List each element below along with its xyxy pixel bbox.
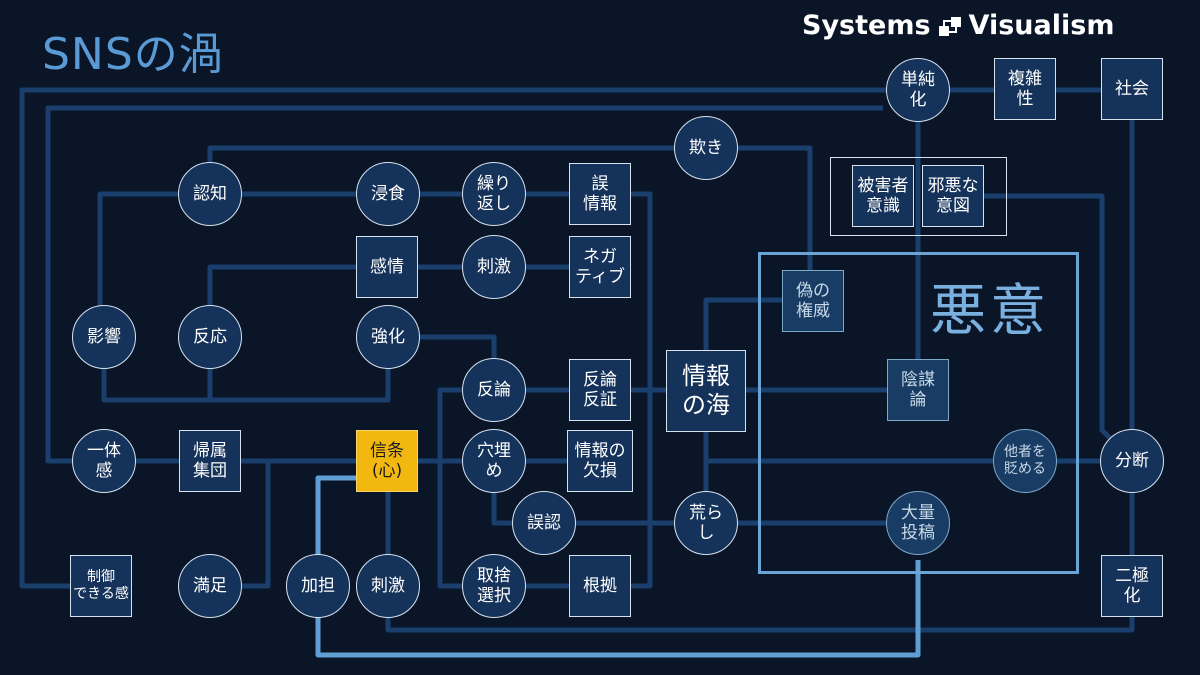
node-stimulus-lower: 刺激 [356,554,420,618]
node-complexity: 複雑 性 [994,58,1056,120]
wire-katan-loop [315,475,921,658]
node-evil-intent: 邪悪な 意図 [922,165,984,227]
node-sense-of-control: 制御 できる感 [70,555,132,617]
node-selection: 取捨 選択 [462,554,526,618]
node-reinforcement: 強化 [356,305,420,369]
node-misinformation: 誤 情報 [569,163,631,225]
node-emotion: 感情 [356,236,418,298]
node-rebuttal-counterproof: 反論 反証 [569,359,631,421]
node-false-authority: 偽の 権威 [782,270,844,332]
brand-word-left: Systems [802,10,931,41]
node-simplification: 単純 化 [886,58,950,122]
node-cognition: 認知 [178,162,242,226]
node-society: 社会 [1101,58,1163,120]
node-polarization: 二極 化 [1101,555,1163,617]
node-misrecognition: 誤認 [512,491,576,555]
node-erosion: 浸食 [356,162,420,226]
victim-evil-group-frame [830,157,1007,236]
node-sea-of-information: 情報 の海 [666,350,746,432]
node-satisfaction: 満足 [178,554,242,618]
malice-label: 悪意 [930,279,1050,344]
node-evidence: 根拠 [569,555,631,617]
node-belonging-group: 帰属 集団 [179,430,241,492]
node-disparage-others: 他者を 貶める [993,429,1057,493]
node-complicity: 加担 [286,554,350,618]
brand-logo: Systems Visualism [802,10,1114,41]
malice-frame [758,252,1079,574]
node-information-loss: 情報の 欠損 [567,430,633,492]
page-title: SNSの渦 [42,29,224,80]
node-belief-heart: 信条 (心) [356,430,418,492]
node-influence: 影響 [72,305,136,369]
node-reaction: 反応 [178,305,242,369]
node-trolling: 荒ら し [674,491,738,555]
node-division: 分断 [1100,429,1164,493]
systems-logo-icon [938,15,961,37]
wire-outer-top [19,87,918,589]
node-conspiracy-theory: 陰謀 論 [887,359,949,421]
node-victim-mindset: 被害者 意識 [852,165,914,227]
brand-word-right: Visualism [968,10,1115,41]
node-sense-of-unity: 一体 感 [72,429,136,493]
node-deception: 欺き [674,116,738,180]
node-repetition: 繰り 返し [462,162,526,226]
wire-ninchi-loop [97,191,210,337]
node-negative: ネガ ティブ [569,236,631,298]
wire-shusha [494,191,653,589]
node-rebuttal: 反論 [462,358,526,422]
node-gap-filling: 穴埋 め [462,429,526,493]
node-mass-posting: 大量 投稿 [886,491,950,555]
wire-influence [101,337,391,403]
node-stimulus-upper: 刺激 [462,235,526,299]
